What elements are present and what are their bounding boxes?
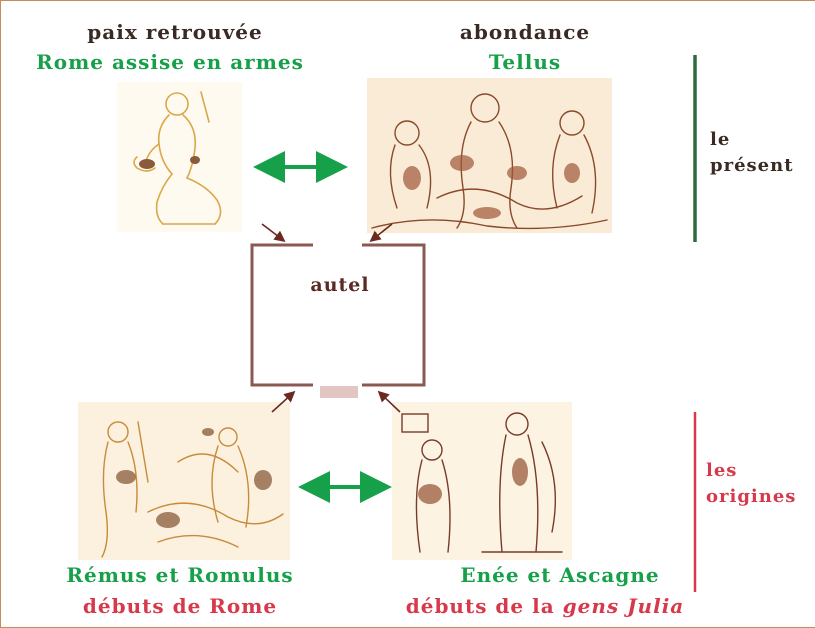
tellus-relief-image (367, 78, 612, 233)
top-left-caption: paix retrouvée (70, 20, 280, 44)
arrow-top-left-to-altar (262, 224, 283, 240)
bottom-right-subtitle: débuts de la gens Julia (395, 594, 695, 618)
frame-top-border (0, 0, 815, 1)
top-right-subtitle: Tellus (460, 50, 590, 74)
top-left-subtitle: Rome assise en armes (20, 50, 320, 74)
bottom-left-caption: Rémus et Romulus (30, 563, 330, 587)
romulus-remus-image (78, 402, 290, 560)
altar-label: autel (290, 274, 390, 296)
top-right-caption: abondance (430, 20, 620, 44)
present-label-line2: présent (710, 153, 794, 179)
bottom-right-caption: Enée et Ascagne (430, 563, 690, 587)
roma-seated-image (117, 82, 242, 232)
origins-label-line1: les (706, 458, 796, 484)
present-label-line1: le (710, 127, 794, 153)
altar-entrance-marker (320, 386, 358, 398)
frame-left-border (0, 0, 1, 628)
altar-frame (252, 245, 424, 385)
origins-label-line2: origines (706, 484, 796, 510)
origins-label: les origines (706, 458, 796, 510)
bottom-left-subtitle: débuts de Rome (30, 594, 330, 618)
bottom-right-subtitle-italic: gens Julia (563, 594, 685, 618)
bottom-right-subtitle-prefix: débuts de la (406, 594, 563, 618)
aeneas-ascanius-image (392, 402, 572, 560)
present-label: le présent (710, 127, 794, 179)
